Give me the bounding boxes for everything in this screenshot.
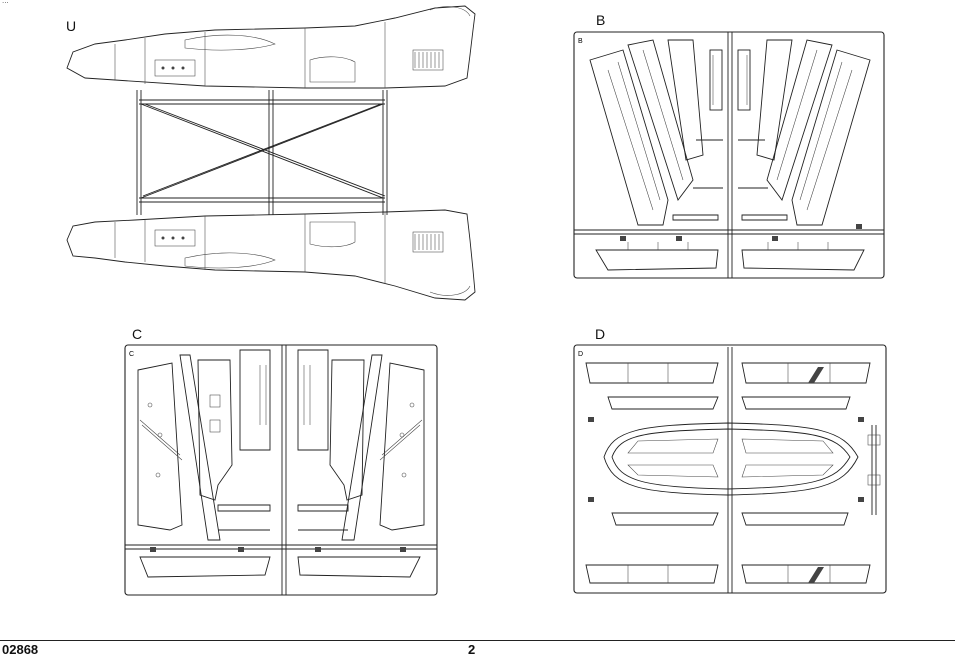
panel-b-label: B [596, 12, 606, 28]
fuselage-half-bottom [66, 209, 476, 301]
fuselage-half-top [66, 5, 476, 89]
header-scrap: ... [2, 0, 9, 5]
sprue-c-panel: C C [120, 325, 445, 600]
product-code: 02868 [2, 642, 39, 657]
sprue-u-drawing [66, 5, 476, 301]
frame-tag-b: B [578, 38, 583, 45]
sprue-u-panel: U [55, 0, 505, 305]
sprue-b-drawing: B [573, 31, 885, 279]
sprue-c-drawing: C [124, 344, 438, 596]
panel-d-label: D [595, 326, 606, 342]
sprue-runners-u [136, 90, 388, 215]
sprue-b-panel: B B [568, 10, 888, 282]
frame-tag-d: D [578, 351, 583, 358]
panel-c-label: C [132, 326, 143, 342]
frame-tag-c: C [129, 351, 134, 358]
footer-rule [0, 640, 955, 641]
panel-u-label: U [66, 18, 77, 34]
page-number: 2 [468, 642, 476, 657]
sprue-d-panel: D D [568, 325, 898, 600]
sprue-d-drawing: D [573, 344, 887, 594]
